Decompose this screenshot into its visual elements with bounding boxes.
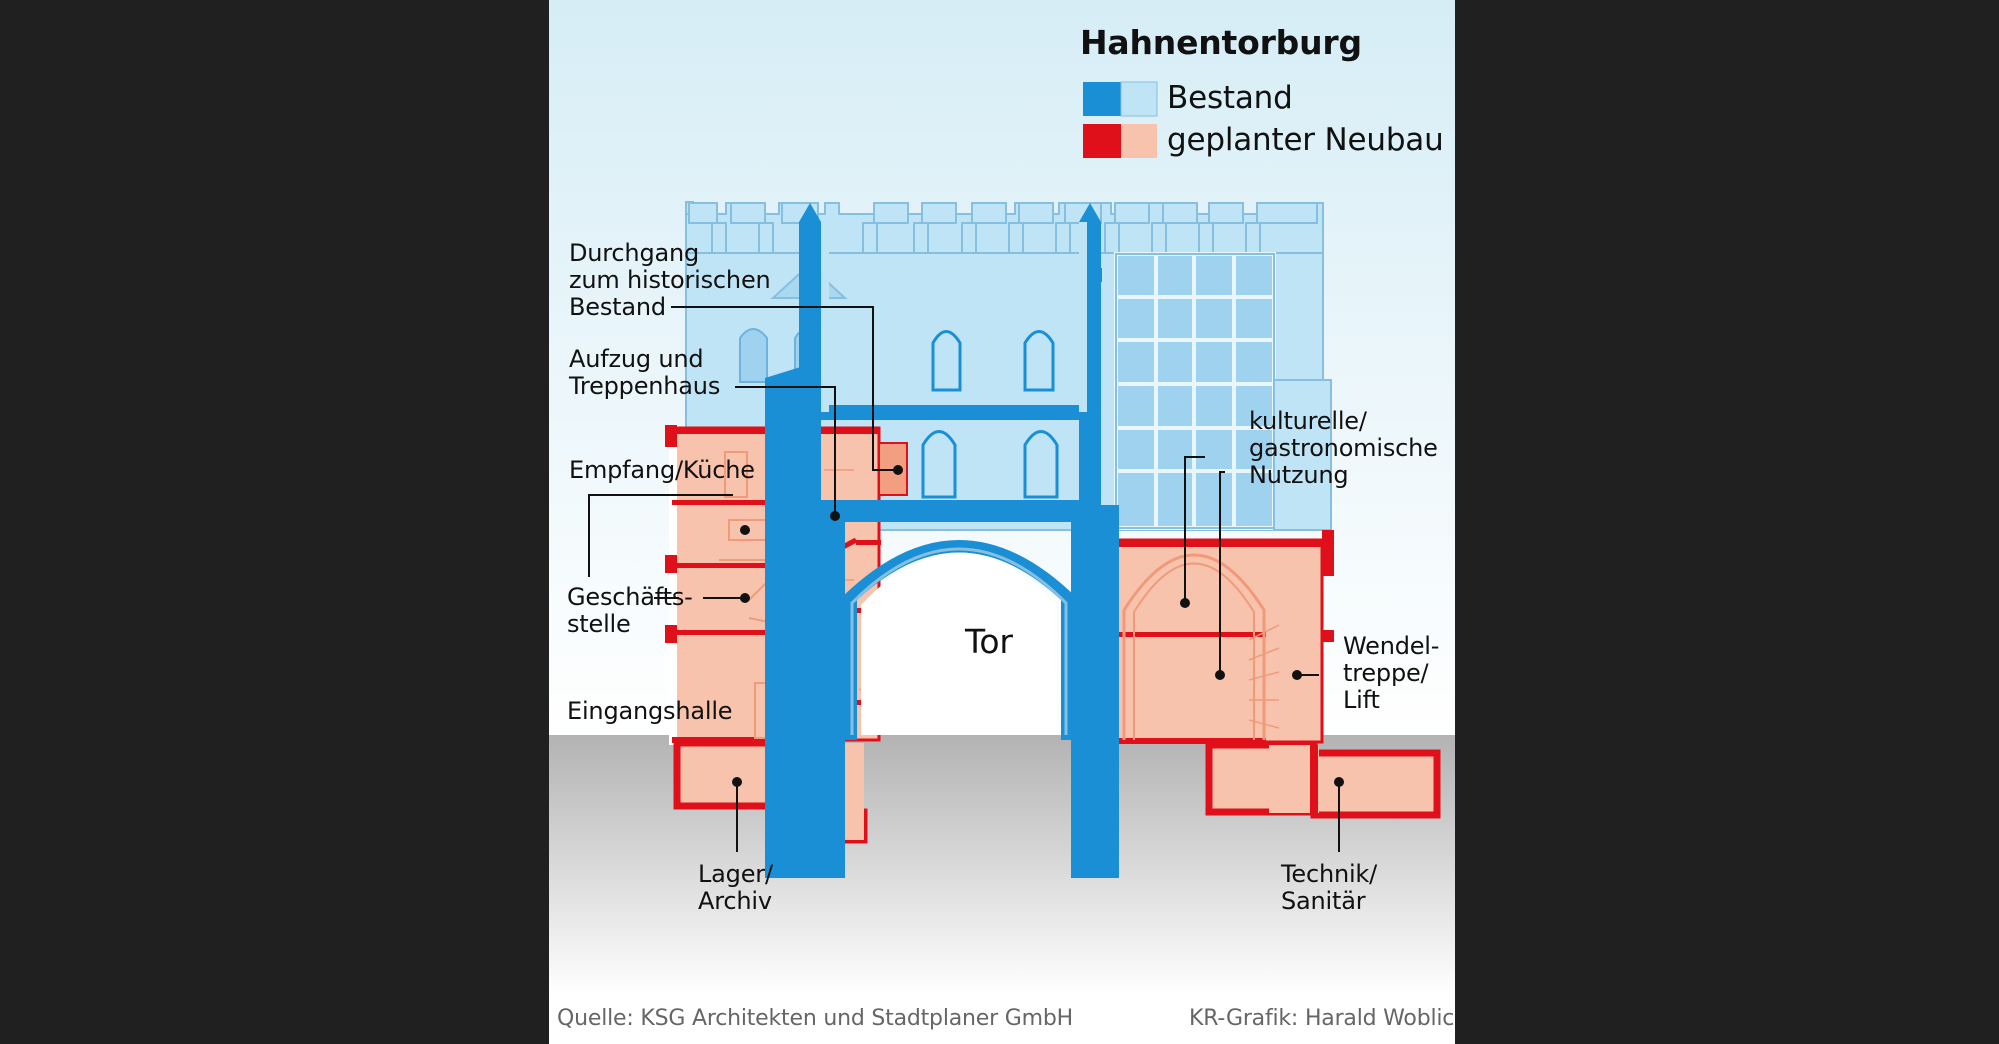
leader-dots: [732, 465, 1344, 787]
legend-label-neubau: geplanter Neubau: [1167, 122, 1444, 158]
label-wendeltreppe: Wendel- treppe/ Lift: [1343, 632, 1440, 714]
label-lager: Lager/ Archiv: [698, 860, 773, 915]
new-building-right: [1104, 530, 1441, 819]
label-aufzug: Aufzug und Treppenhaus: [569, 345, 721, 400]
existing-building-facade: [685, 201, 1332, 531]
label-kultur: kulturelle/ gastronomische Nutzung: [1249, 407, 1438, 489]
footer-credit: KR-Grafik: Harald Woblick: [1189, 1006, 1455, 1031]
legend-label-bestand: Bestand: [1167, 80, 1293, 116]
footer-strip: [549, 995, 1455, 1044]
label-empfang: Empfang/Küche: [569, 456, 755, 484]
label-tor: Tor: [965, 622, 1013, 661]
infographic-panel: Hahnentorburg Bestand geplanter Neubau D…: [549, 0, 1455, 1044]
label-geschaeftsstelle: Geschäfts- stelle: [567, 583, 693, 638]
leader-lines: [588, 306, 1340, 852]
gate-opening: [861, 552, 1057, 735]
legend-swatch-bestand-dark: [1083, 82, 1121, 116]
legend-swatch-neubau-dark: [1083, 124, 1121, 158]
chart-title: Hahnentorburg: [1080, 23, 1362, 62]
label-technik: Technik/ Sanitär: [1281, 860, 1378, 915]
gate-tower: [765, 203, 1119, 878]
legend-swatches: [1083, 81, 1158, 158]
building-section-drawing: [549, 0, 1455, 1044]
legend-swatch-bestand-light: [1120, 81, 1158, 117]
label-durchgang: Durchgang zum historischen Bestand: [569, 239, 771, 321]
legend-swatch-neubau-light: [1121, 124, 1157, 158]
label-eingangshalle: Eingangshalle: [567, 697, 733, 725]
footer-source: Quelle: KSG Architekten und Stadtplaner …: [557, 1006, 1073, 1031]
